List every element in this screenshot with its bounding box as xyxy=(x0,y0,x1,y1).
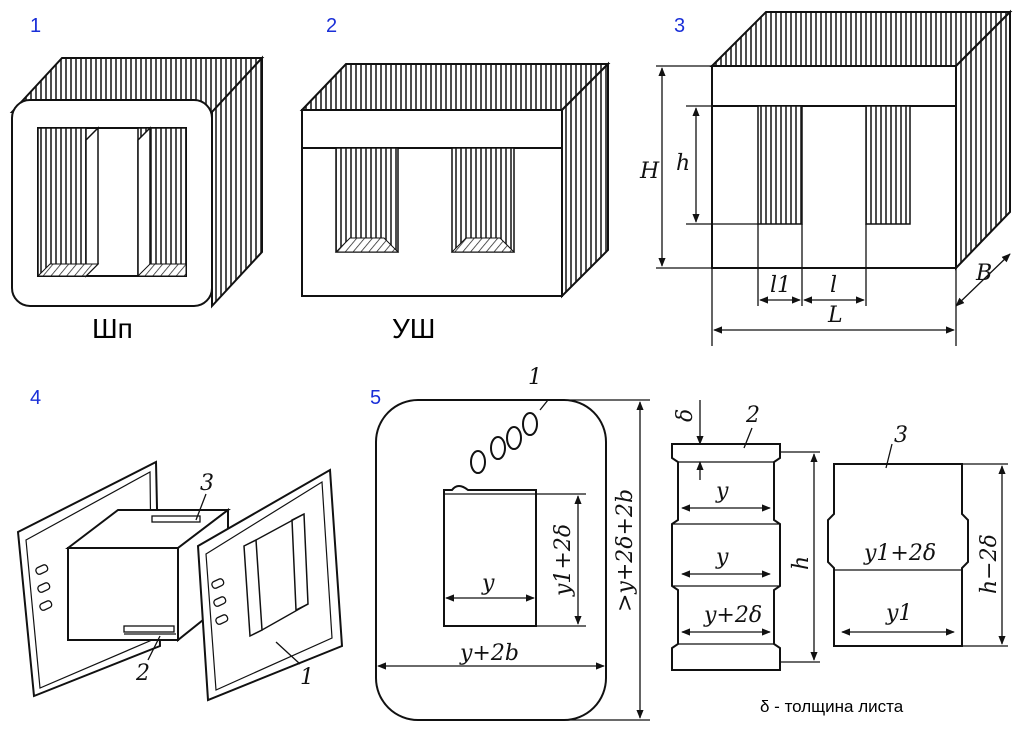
fig4-bobbin-assembly xyxy=(16,460,344,702)
fig5-part1-cheek xyxy=(375,399,650,721)
fig5-dim-y-2b: y+2b xyxy=(459,641,519,666)
panel-number-3: 3 xyxy=(674,15,685,37)
fig4-part-2-label: 2 xyxy=(135,661,150,686)
fig5-part2-sleeve xyxy=(671,400,820,671)
fig5-part-2-label: 2 xyxy=(745,403,760,428)
fig4-part-3-label: 3 xyxy=(200,471,214,496)
caption-fig1: Шп xyxy=(92,313,133,344)
panel-number-1: 1 xyxy=(30,15,41,37)
fig5-dim-y1-2d: y1+2δ xyxy=(551,524,576,597)
panel-number-2: 2 xyxy=(326,15,337,37)
fig5-dim-h-2d: h−2δ xyxy=(977,534,1002,594)
fig5-legend: δ - толщина листа xyxy=(760,697,904,716)
fig5-dim-outer: >y+2δ+2b xyxy=(613,489,638,612)
fig3-label-B: B xyxy=(975,261,992,286)
fig3-label-L: L xyxy=(827,303,843,328)
panel-number-4: 4 xyxy=(30,387,41,409)
fig5-part3-blank xyxy=(827,443,1008,647)
fig5-dim-y1: y1 xyxy=(885,601,912,626)
fig5-part-1-label: 1 xyxy=(528,365,542,390)
fig5-dim-y-2d: y+2δ xyxy=(703,603,762,628)
panel-number-5: 5 xyxy=(370,387,381,409)
fig5-dim-h: h xyxy=(789,556,814,570)
fig5-dim-y-mid: y xyxy=(715,545,729,570)
fig3-label-l: l xyxy=(830,273,837,298)
fig4-part-1-label: 1 xyxy=(300,665,314,690)
fig5-dim-y1-2d-b: y1+2δ xyxy=(863,541,936,566)
fig5-dim-y: y xyxy=(481,571,495,596)
caption-fig2: УШ xyxy=(392,313,435,344)
fig3-dimensioned-core xyxy=(656,9,1013,346)
fig3-label-h: h xyxy=(676,151,690,176)
fig3-label-l1: l1 xyxy=(770,273,791,298)
fig5-dim-y-top: y xyxy=(715,479,729,504)
fig5-part-3-label: 3 xyxy=(894,423,908,448)
fig5-dim-delta: δ xyxy=(673,409,698,422)
fig1-strip-core xyxy=(9,55,265,309)
fig3-label-H: H xyxy=(639,159,660,184)
fig2-strip-core xyxy=(299,61,611,299)
